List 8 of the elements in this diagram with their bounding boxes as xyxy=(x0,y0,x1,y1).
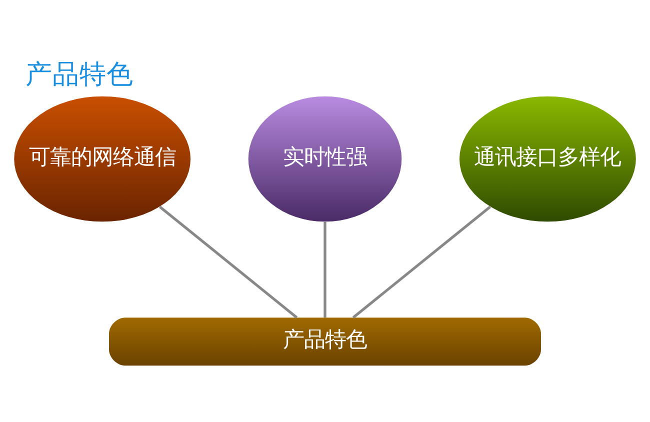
connector xyxy=(352,206,492,319)
node-ellipse: 通讯接口多样化 xyxy=(459,96,636,222)
node-ellipse: 可靠的网络通信 xyxy=(14,96,191,222)
connector xyxy=(158,206,298,319)
connector xyxy=(324,222,326,318)
node-box: 产品特色 xyxy=(109,318,541,366)
node-ellipse: 实时性强 xyxy=(248,96,402,222)
diagram-title: 产品特色 xyxy=(26,59,134,90)
